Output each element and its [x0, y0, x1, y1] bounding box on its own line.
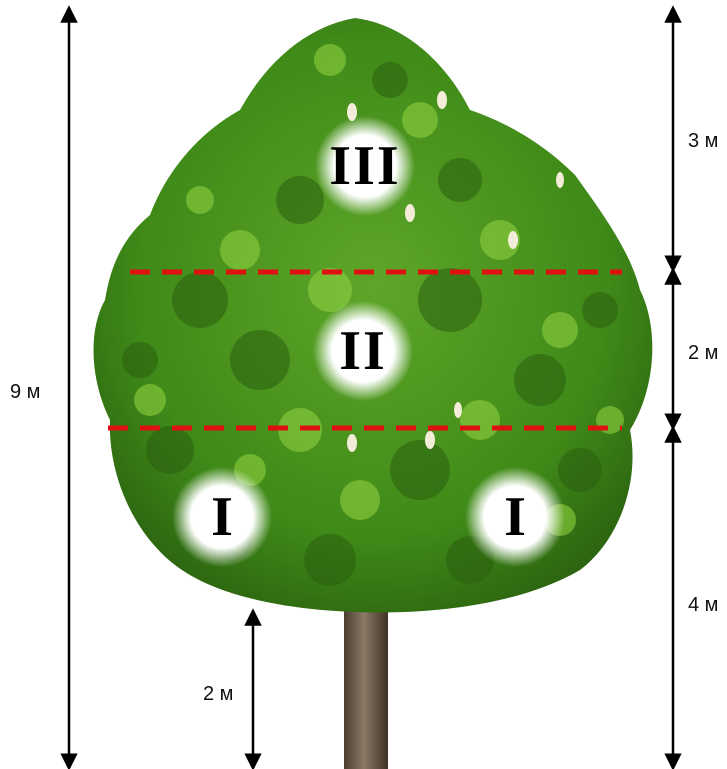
trunk-height-label: 2 м: [203, 683, 233, 706]
middle-zone-height-label: 2 м: [688, 342, 718, 365]
zone-label-lower-left: I: [184, 479, 260, 555]
zone-label-upper: III: [327, 128, 403, 204]
tree-trunk: [344, 585, 388, 769]
top-zone-height-label: 3 м: [688, 130, 718, 153]
zone-label-middle: II: [325, 313, 401, 389]
zone-label-lower-right: I: [477, 479, 553, 555]
total-height-label: 9 м: [10, 381, 40, 404]
lower-zone-height-label: 4 м: [688, 594, 718, 617]
